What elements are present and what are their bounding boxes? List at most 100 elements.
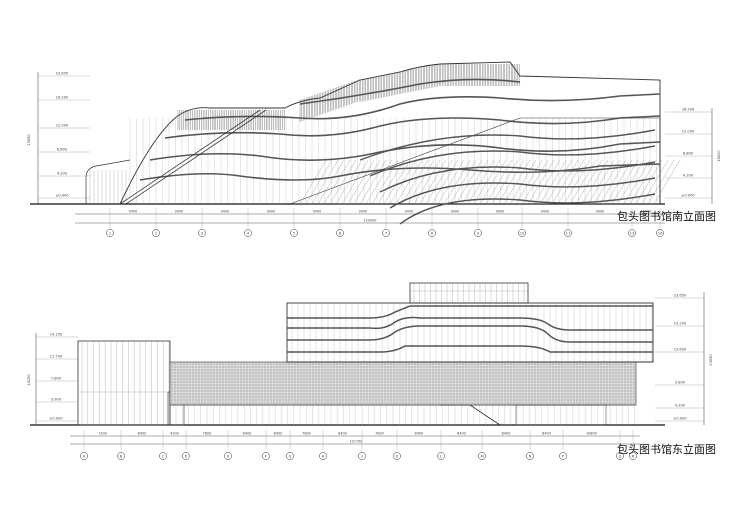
perforation (354, 393, 356, 395)
perforation (399, 378, 401, 380)
perforation (486, 390, 488, 392)
perforation (375, 381, 377, 383)
perforation (297, 393, 299, 395)
perforation (396, 366, 398, 368)
perforation (246, 375, 248, 377)
perforation (279, 372, 281, 374)
perforation (222, 381, 224, 383)
perforation (633, 381, 635, 383)
level-label: 12.000 (56, 124, 69, 128)
perforation (540, 378, 542, 380)
perforation (501, 402, 503, 404)
perforation (171, 378, 173, 380)
perforation (171, 369, 173, 371)
perforation (444, 399, 446, 401)
perforation (456, 399, 458, 401)
perforation (225, 384, 227, 386)
perforation (540, 384, 542, 386)
perforation (237, 378, 239, 380)
perforation (318, 399, 320, 401)
perforation (495, 363, 497, 365)
perforation (306, 390, 308, 392)
perforation (378, 390, 380, 392)
bay-dimension: 8400 (457, 432, 466, 436)
perforation (594, 399, 596, 401)
perforation (288, 369, 290, 371)
perforation (216, 381, 218, 383)
perforation (591, 402, 593, 404)
perforation (336, 393, 338, 395)
perforation (192, 393, 194, 395)
perforation (378, 378, 380, 380)
perforation (609, 399, 611, 401)
perforation (264, 387, 266, 389)
perforation (189, 363, 191, 365)
perforation (501, 366, 503, 368)
perforation (594, 393, 596, 395)
perforation (177, 390, 179, 392)
perforation (615, 393, 617, 395)
perforation (585, 369, 587, 371)
perforation (273, 396, 275, 398)
perforation (540, 372, 542, 374)
perforation (528, 387, 530, 389)
perforation (612, 381, 614, 383)
perforation (318, 390, 320, 392)
perforation (285, 402, 287, 404)
perforation (357, 387, 359, 389)
perforation (369, 366, 371, 368)
perforation (309, 381, 311, 383)
perforation (615, 378, 617, 380)
perforation (525, 396, 527, 398)
perforation (474, 378, 476, 380)
perforation (456, 375, 458, 377)
perforation (261, 363, 263, 365)
axis-bubble (290, 229, 298, 237)
perforation (186, 402, 188, 404)
perforation (255, 381, 257, 383)
perforation (390, 375, 392, 377)
height-dim-label: 23650 (709, 354, 713, 366)
perforation (312, 402, 314, 404)
perforation (438, 369, 440, 371)
perforation (351, 402, 353, 404)
perforation (462, 366, 464, 368)
perforation (459, 399, 461, 401)
perforation (321, 372, 323, 374)
perforation (297, 396, 299, 398)
perforation (207, 378, 209, 380)
perforation (531, 396, 533, 398)
south-wave-band (139, 163, 661, 181)
perforation (339, 393, 341, 395)
perforation (438, 375, 440, 377)
perforation (291, 387, 293, 389)
perforation (555, 369, 557, 371)
perforation (177, 399, 179, 401)
ramp-hatch (587, 159, 615, 205)
perforation (186, 393, 188, 395)
perforation (186, 372, 188, 374)
perforation (606, 384, 608, 386)
perforation (336, 375, 338, 377)
perforation (522, 369, 524, 371)
perforation (348, 384, 350, 386)
perforation (537, 375, 539, 377)
perforation (330, 390, 332, 392)
perforation (222, 384, 224, 386)
perforation (579, 363, 581, 365)
perforation (624, 390, 626, 392)
perforation (378, 384, 380, 386)
perforation (189, 384, 191, 386)
perforation (555, 396, 557, 398)
perforation (357, 384, 359, 386)
perforation (492, 366, 494, 368)
perforation (459, 384, 461, 386)
perforation (204, 369, 206, 371)
perforation (306, 363, 308, 365)
perforation (315, 396, 317, 398)
perforation (462, 369, 464, 371)
perforation (429, 399, 431, 401)
axis-bubble (262, 452, 270, 460)
perforation (528, 396, 530, 398)
perforation (474, 384, 476, 386)
